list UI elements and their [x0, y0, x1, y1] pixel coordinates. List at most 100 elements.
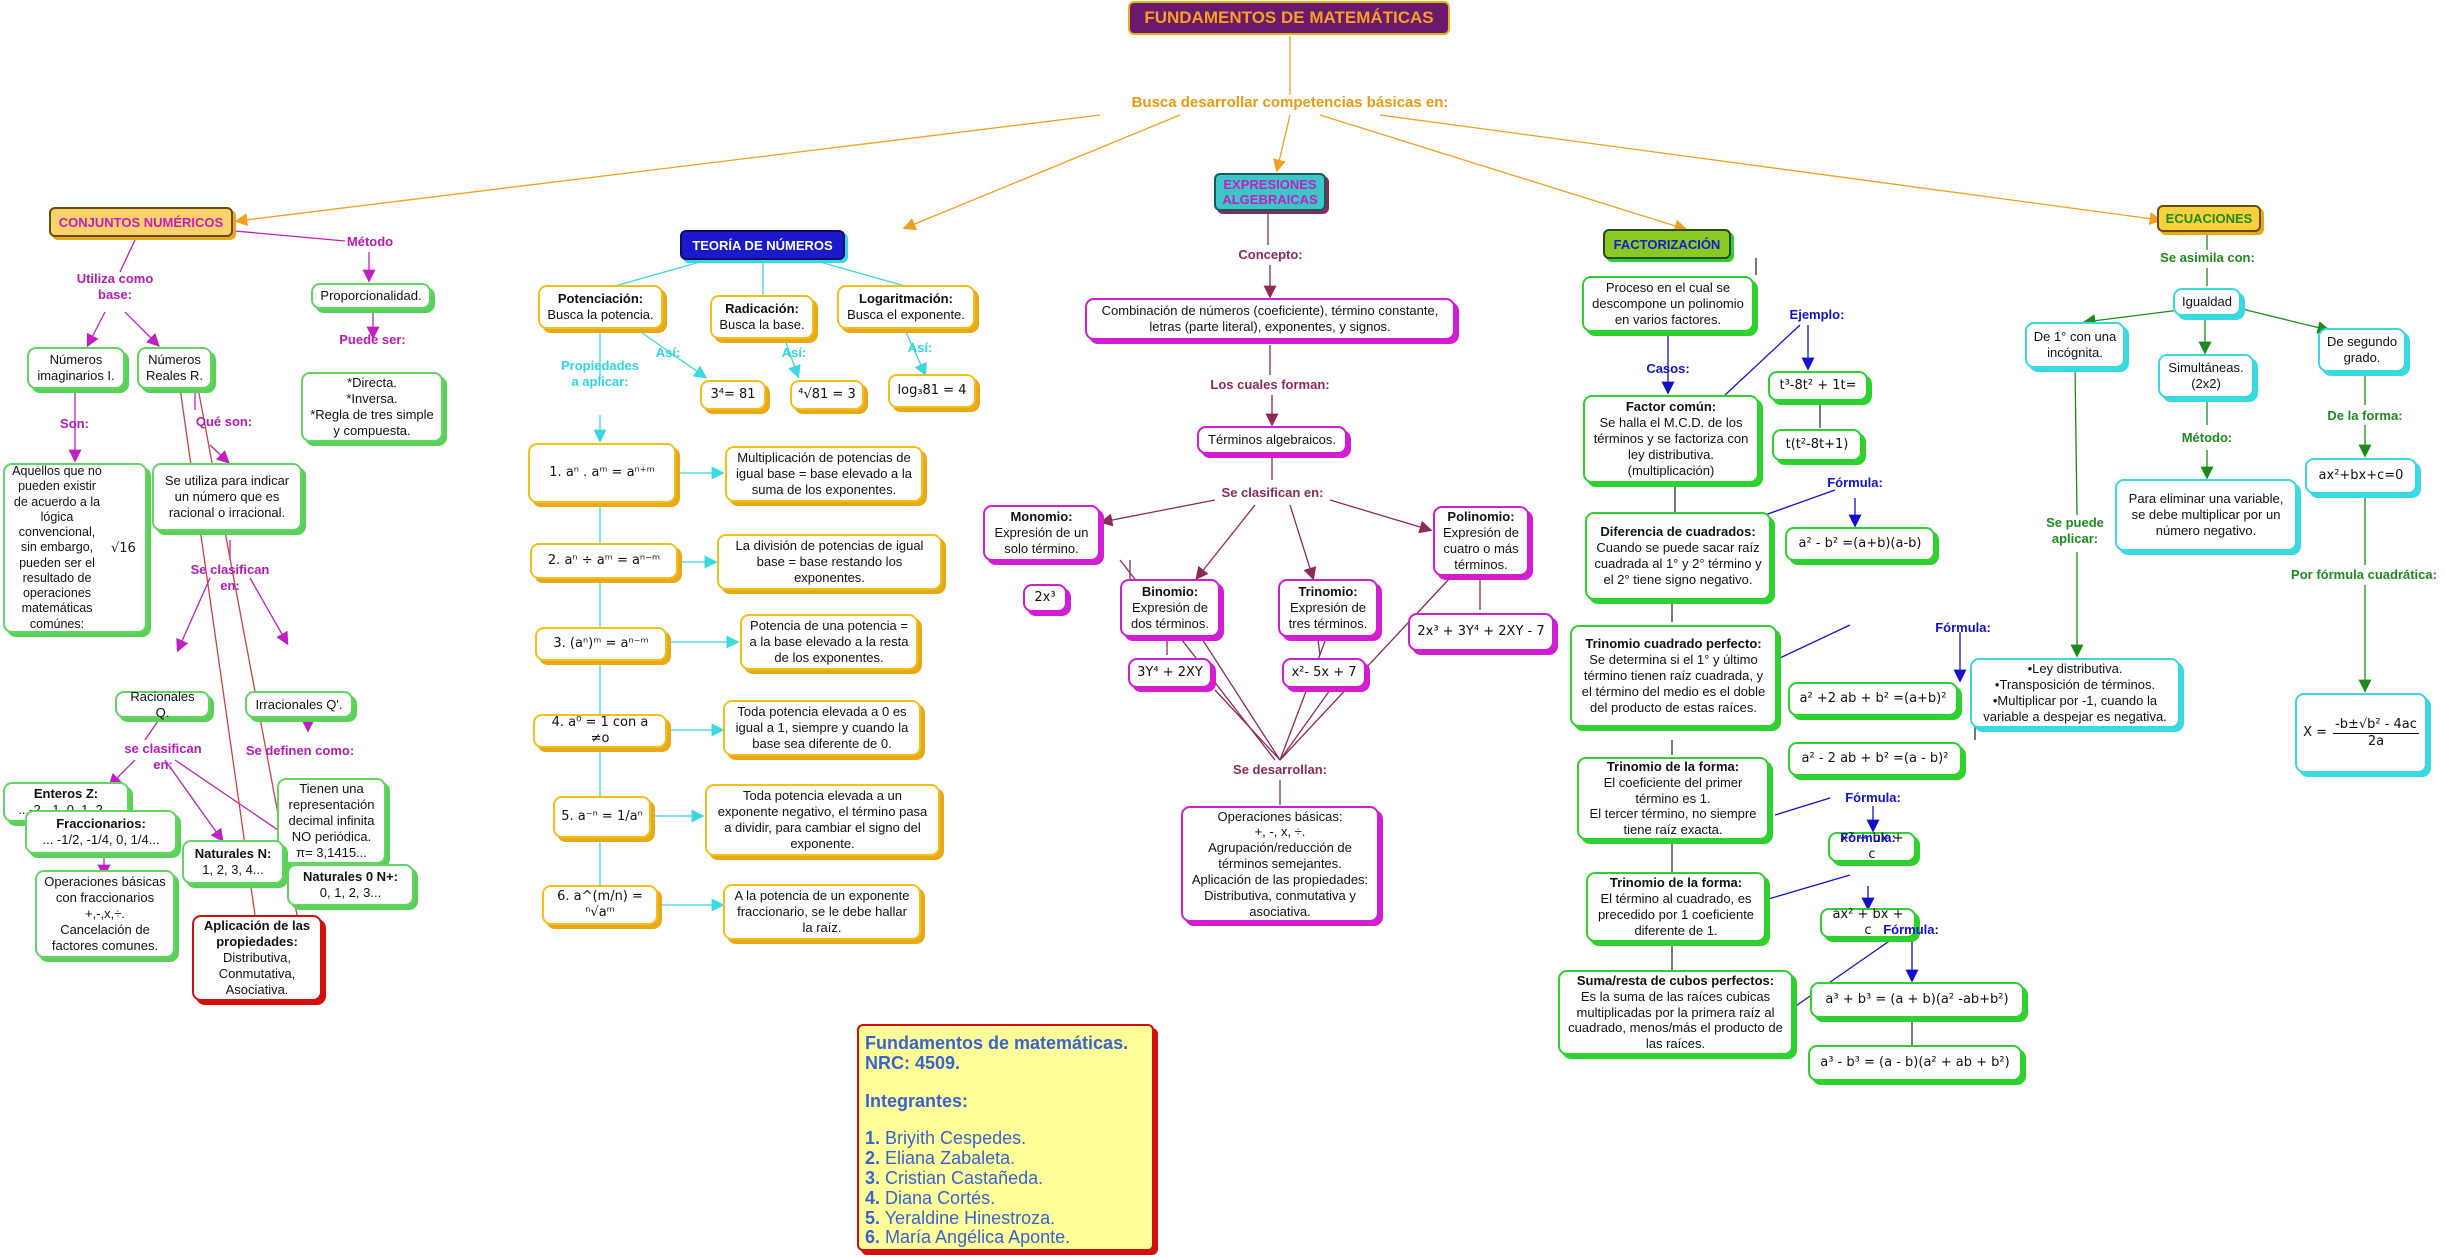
tcp-title: Trinomio cuadrado perfecto:	[1585, 636, 1762, 652]
cuadratica-fraction: -b±√b² - 4ac 2a	[2333, 717, 2419, 750]
label-asi-radicacion: Así:	[781, 345, 807, 360]
info-box: Fundamentos de matemáticas. NRC: 4509. I…	[857, 1024, 1154, 1251]
label-formula-cuadratica: Por fórmula cuadrática:	[2291, 567, 2437, 582]
trinomio-title: Trinomio:	[1298, 584, 1358, 600]
polinomio-desc: Expresión de cuatro o más términos.	[1443, 525, 1519, 572]
example-polinomio: 2x³ + 3Y⁴ + 2XY - 7	[1408, 613, 1554, 651]
node-formula-cuadratica: X = -b±√b² - 4ac 2a	[2295, 693, 2427, 773]
topic-conjuntos-numericos: CONJUNTOS NUMÉRICOS	[49, 207, 233, 237]
example-trinomio: x²- 5x + 7	[1282, 658, 1366, 688]
member-4-name: Diana Cortés.	[885, 1187, 996, 1208]
node-proceso-factorizacion: Proceso en el cual se descompone un poli…	[1582, 276, 1754, 332]
label-se-clasifican: Se clasifican en:	[190, 562, 270, 593]
example-logaritmacion: log₃81 = 4	[888, 374, 976, 408]
label-se-clasifican-en: se clasifican en:	[124, 741, 202, 772]
property-desc-3: Potencia de una potencia = a la base ele…	[740, 614, 918, 670]
info-course: Fundamentos de matemáticas.	[865, 1033, 1129, 1053]
member-1: 1. Briyith Cespedes.	[865, 1128, 1146, 1149]
member-6-name: María Angélica Aponte.	[885, 1227, 1071, 1248]
label-puede-ser: Puede ser:	[339, 332, 406, 347]
formula-trinomio-forma-2: ax² + bx + c	[1820, 907, 1916, 938]
tcp-desc: Se determina si el 1° y último término t…	[1581, 652, 1766, 715]
label-formula-tcp: Fórmula:	[1935, 620, 1991, 635]
node-enteros: Enteros Z: ...-2, -1, 0, 1, 2...	[3, 782, 129, 822]
logaritmacion-desc: Busca el exponente.	[847, 307, 965, 322]
formula-tcp-suma: a² +2 ab + b² =(a+b)²	[1788, 682, 1958, 716]
property-formula-2: 2. aⁿ ÷ aᵐ = aⁿ⁻ᵐ	[530, 543, 678, 579]
node-simultaneas: Simultáneas. (2x2)	[2158, 354, 2254, 398]
node-concepto: Combinación de números (coeficiente), té…	[1085, 298, 1455, 340]
member-2-num: 2.	[865, 1148, 881, 1169]
info-integrantes-label: Integrantes:	[865, 1090, 969, 1111]
member-6-num: 6.	[865, 1227, 881, 1248]
topic-factorizacion: FACTORIZACIÓN	[1603, 229, 1731, 259]
node-aplicar-desc: •Ley distributiva. •Transposición de tér…	[1970, 658, 2180, 728]
formula-resta-cubos: a³ - b³ = (a - b)(a² + ab + b²)	[1808, 1045, 2022, 1081]
naturales-values: 1, 2, 3, 4...	[202, 862, 264, 877]
formula-tcp-resta: a² - 2 ab + b² =(a - b)²	[1788, 742, 1962, 776]
member-4-num: 4.	[865, 1187, 881, 1208]
node-trinomio-forma-1: Trinomio de la forma: El coeficiente del…	[1577, 757, 1769, 840]
node-forma-cuadratica: ax²+bx+c=0	[2305, 458, 2417, 494]
formula-suma-cubos: a³ + b³ = (a + b)(a² -ab+b²)	[1810, 982, 2024, 1018]
label-de-la-forma: De la forma:	[2327, 408, 2403, 423]
node-igualdad: Igualdad	[2173, 288, 2241, 316]
topic-ecuaciones: ECUACIONES	[2157, 205, 2261, 232]
fraccionarios-values: ... -1/2, -1/4, 0, 1/4...	[42, 832, 160, 847]
aplicacion-title: Aplicación de las propiedades:	[203, 918, 311, 950]
member-5: 5. Yeraldine Hinestroza.	[865, 1207, 1146, 1229]
node-fraccionarios-operaciones: Operaciones básicas con fraccionarios +,…	[35, 870, 175, 958]
label-utiliza-como-base: Utiliza como base:	[76, 271, 154, 302]
example-monomio: 2x³	[1023, 584, 1067, 612]
trinomio-desc: Expresión de tres términos.	[1288, 600, 1368, 631]
node-operaciones-basicas: Operaciones básicas: +, -, x, ÷. Agrupac…	[1181, 806, 1379, 922]
factor-comun-desc: Se halla el M.C.D. de los términos y se …	[1593, 415, 1749, 478]
property-desc-1: Multiplicación de potencias de igual bas…	[725, 446, 923, 502]
member-2-name: Eliana Zabaleta.	[885, 1148, 1016, 1169]
label-son: Son:	[60, 416, 89, 431]
example-radicacion: ⁴√81 = 3	[790, 380, 864, 410]
potenciacion-title: Potenciación:	[557, 291, 644, 307]
aplicacion-values: Distributiva, Conmutativa, Asociativa.	[218, 950, 296, 997]
node-reales-desc: Se utiliza para indicar un número que es…	[152, 463, 302, 531]
topic-expresiones-algebraicas: EXPRESIONES ALGEBRAICAS	[1214, 173, 1326, 211]
member-3: 3. Cristian Castañeda.	[865, 1167, 1146, 1189]
node-trinomio: Trinomio: Expresión de tres términos.	[1278, 579, 1378, 637]
property-desc-4: Toda potencia elevada a 0 es igual a 1, …	[723, 700, 921, 756]
polinomio-title: Polinomio:	[1447, 509, 1515, 525]
label-que-son: Qué son:	[195, 414, 253, 429]
label-ejemplo: Ejemplo:	[1789, 307, 1845, 322]
label-se-desarrollan: Se desarrollan:	[1233, 762, 1327, 777]
label-asi-potenciacion: Así:	[655, 345, 681, 360]
imaginarios-desc-text: Aquellos que no pueden existir de acuerd…	[12, 464, 102, 631]
node-suma-resta-cubos: Suma/resta de cubos perfectos: Es la sum…	[1558, 970, 1793, 1055]
naturales-cero-title: Naturales 0 N+:	[302, 869, 398, 885]
main-title: FUNDAMENTOS DE MATEMÁTICAS	[1128, 1, 1450, 35]
member-5-name: Yeraldine Hinestroza.	[884, 1207, 1056, 1228]
member-2: 2. Eliana Zabaleta.	[865, 1148, 1146, 1169]
logaritmacion-title: Logaritmación:	[859, 291, 953, 307]
label-formula-trinomio-2: Fórmula:	[1840, 830, 1896, 845]
member-3-num: 3.	[865, 1167, 881, 1188]
node-tipos-proporcionalidad: *Directa. *Inversa. *Regla de tres simpl…	[301, 372, 443, 442]
property-desc-6: A la potencia de un exponente fraccionar…	[723, 884, 921, 940]
trinomio-forma-1-desc: El coeficiente del primer término es 1. …	[1589, 774, 1757, 838]
cuadratica-x: X =	[2303, 725, 2327, 741]
node-segundo-grado: De segundo grado.	[2318, 328, 2406, 372]
label-concepto: Concepto:	[1238, 247, 1303, 262]
node-una-incognita: De 1° con una incógnita.	[2025, 322, 2125, 368]
label-se-clasifican-en-expr: Se clasifican en:	[1221, 485, 1324, 500]
member-1-name: Briyith Cespedes.	[885, 1128, 1027, 1149]
property-desc-5: Toda potencia elevada a un exponente neg…	[705, 784, 940, 856]
node-racionales: Racionales Q.	[115, 689, 210, 720]
cubos-desc: Es la suma de las raíces cubicas multipl…	[1568, 988, 1783, 1052]
node-trinomio-cuadrado-perfecto: Trinomio cuadrado perfecto: Se determina…	[1570, 625, 1777, 727]
member-5-num: 5.	[865, 1207, 881, 1228]
property-formula-1: 1. aⁿ . aᵐ = aⁿ⁺ᵐ	[528, 443, 676, 503]
node-potenciacion: Potenciación: Busca la potencia.	[538, 285, 663, 329]
label-los-cuales-forman: Los cuales forman:	[1210, 377, 1330, 392]
label-se-definen-como: Se definen como:	[245, 743, 355, 758]
node-radicacion: Radicación: Busca la base.	[710, 295, 814, 339]
label-propiedades-a-aplicar: Propiedades a aplicar:	[560, 358, 640, 389]
example-factor-comun-2: t(t²-8t+1)	[1772, 429, 1862, 461]
